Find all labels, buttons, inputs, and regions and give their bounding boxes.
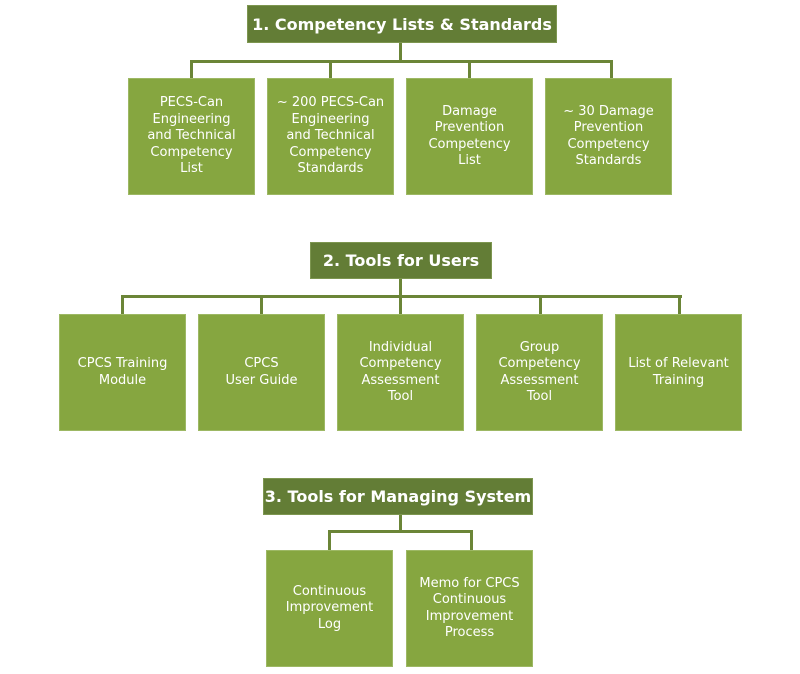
section-3-heading: 3. Tools for Managing System — [263, 478, 533, 515]
connector-line — [470, 530, 473, 550]
connector-line — [539, 295, 542, 314]
connector-line — [399, 515, 402, 533]
section-3-item: Continuous Improvement Log — [266, 550, 393, 667]
connector-line — [190, 60, 193, 78]
connector-line — [121, 295, 124, 314]
connector-line — [610, 60, 613, 78]
connector-line — [329, 60, 332, 78]
connector-line — [399, 279, 402, 298]
connector-line — [260, 295, 263, 314]
connector-line — [399, 43, 402, 62]
connector-line — [328, 530, 473, 533]
section-1-heading: 1. Competency Lists & Standards — [247, 5, 557, 43]
section-2-heading: 2. Tools for Users — [310, 242, 492, 279]
section-2-item: CPCS User Guide — [198, 314, 325, 431]
section-2-item: Individual Competency Assessment Tool — [337, 314, 464, 431]
section-2-item: Group Competency Assessment Tool — [476, 314, 603, 431]
section-2-item: CPCS Training Module — [59, 314, 186, 431]
section-3-item: Memo for CPCS Continuous Improvement Pro… — [406, 550, 533, 667]
section-2-item: List of Relevant Training — [615, 314, 742, 431]
connector-line — [190, 60, 613, 63]
connector-line — [678, 295, 681, 314]
section-1-item: ~ 200 PECS-Can Engineering and Technical… — [267, 78, 394, 195]
section-1-item: ~ 30 Damage Prevention Competency Standa… — [545, 78, 672, 195]
section-1-item: PECS-Can Engineering and Technical Compe… — [128, 78, 255, 195]
connector-line — [468, 60, 471, 78]
section-1-item: Damage Prevention Competency List — [406, 78, 533, 195]
connector-line — [328, 530, 331, 550]
connector-line — [399, 295, 402, 314]
